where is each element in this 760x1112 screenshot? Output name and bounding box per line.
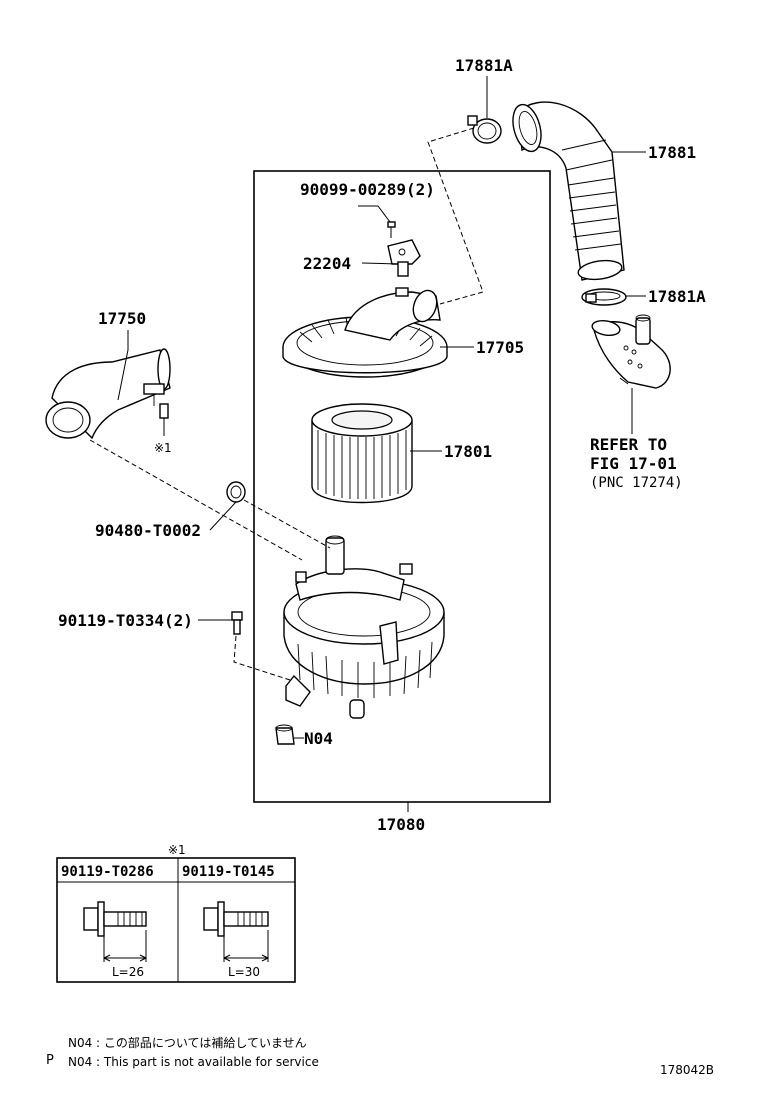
reference-pipe-drawing <box>591 314 671 389</box>
connection-lines <box>89 127 484 681</box>
bolt-reference-table: ※1 90119-T0286 90119-T0145 L=26 L=30 <box>56 843 296 983</box>
ref-mark-table: ※1 <box>168 843 186 857</box>
note-prefix: P <box>46 1053 54 1068</box>
filter-element-drawing <box>311 403 413 504</box>
refer-text-line3: (PNC 17274) <box>590 475 683 491</box>
table-bolt-1-drawing <box>83 901 147 962</box>
label-90099-00289: 90099-00289(2) <box>300 180 435 199</box>
table-col1-part-number: 90119-T0286 <box>61 864 154 880</box>
label-90480-t0002: 90480-T0002 <box>95 521 201 540</box>
grommet-drawing <box>226 481 246 503</box>
table-col2-length: L=30 <box>228 965 260 979</box>
label-17080: 17080 <box>377 815 425 834</box>
refer-text-line2: FIG 17-01 <box>590 454 677 473</box>
figure-number: 178042B <box>660 1063 714 1077</box>
intake-hose-drawing <box>512 101 625 281</box>
table-bolt-2-drawing <box>203 901 269 962</box>
refer-text-line1: REFER TO <box>590 435 667 454</box>
label-22204: 22204 <box>303 254 351 273</box>
bolt-drawing <box>231 611 243 635</box>
assembly-frame <box>253 170 551 803</box>
label-17881a-bottom: 17881A <box>648 287 706 306</box>
table-col1-length: L=26 <box>112 965 144 979</box>
inlet-duct-drawing <box>45 348 171 440</box>
note-en: N04 : This part is not available for ser… <box>68 1055 319 1069</box>
ref-mark-duct: ※1 <box>154 441 172 455</box>
label-17881: 17881 <box>648 143 696 162</box>
airflow-sensor-drawing <box>387 239 421 277</box>
label-n04: N04 <box>304 729 333 748</box>
screw-drawing <box>387 221 396 238</box>
label-17750: 17750 <box>98 309 146 328</box>
label-17705: 17705 <box>476 338 524 357</box>
n04-part-drawing <box>275 724 295 745</box>
hose-clamp-top-drawing <box>467 115 502 144</box>
hose-clamp-bottom-drawing <box>581 288 627 306</box>
table-col2-part-number: 90119-T0145 <box>182 864 275 880</box>
air-cleaner-case-drawing <box>283 535 445 719</box>
label-90119-t0334: 90119-T0334(2) <box>58 611 193 630</box>
label-17801: 17801 <box>444 442 492 461</box>
leader-lines <box>117 76 646 812</box>
air-cleaner-cap-drawing <box>282 287 448 378</box>
note-jp: N04 : この部品については補給していません <box>68 1035 307 1050</box>
label-17881a-top: 17881A <box>455 56 513 75</box>
